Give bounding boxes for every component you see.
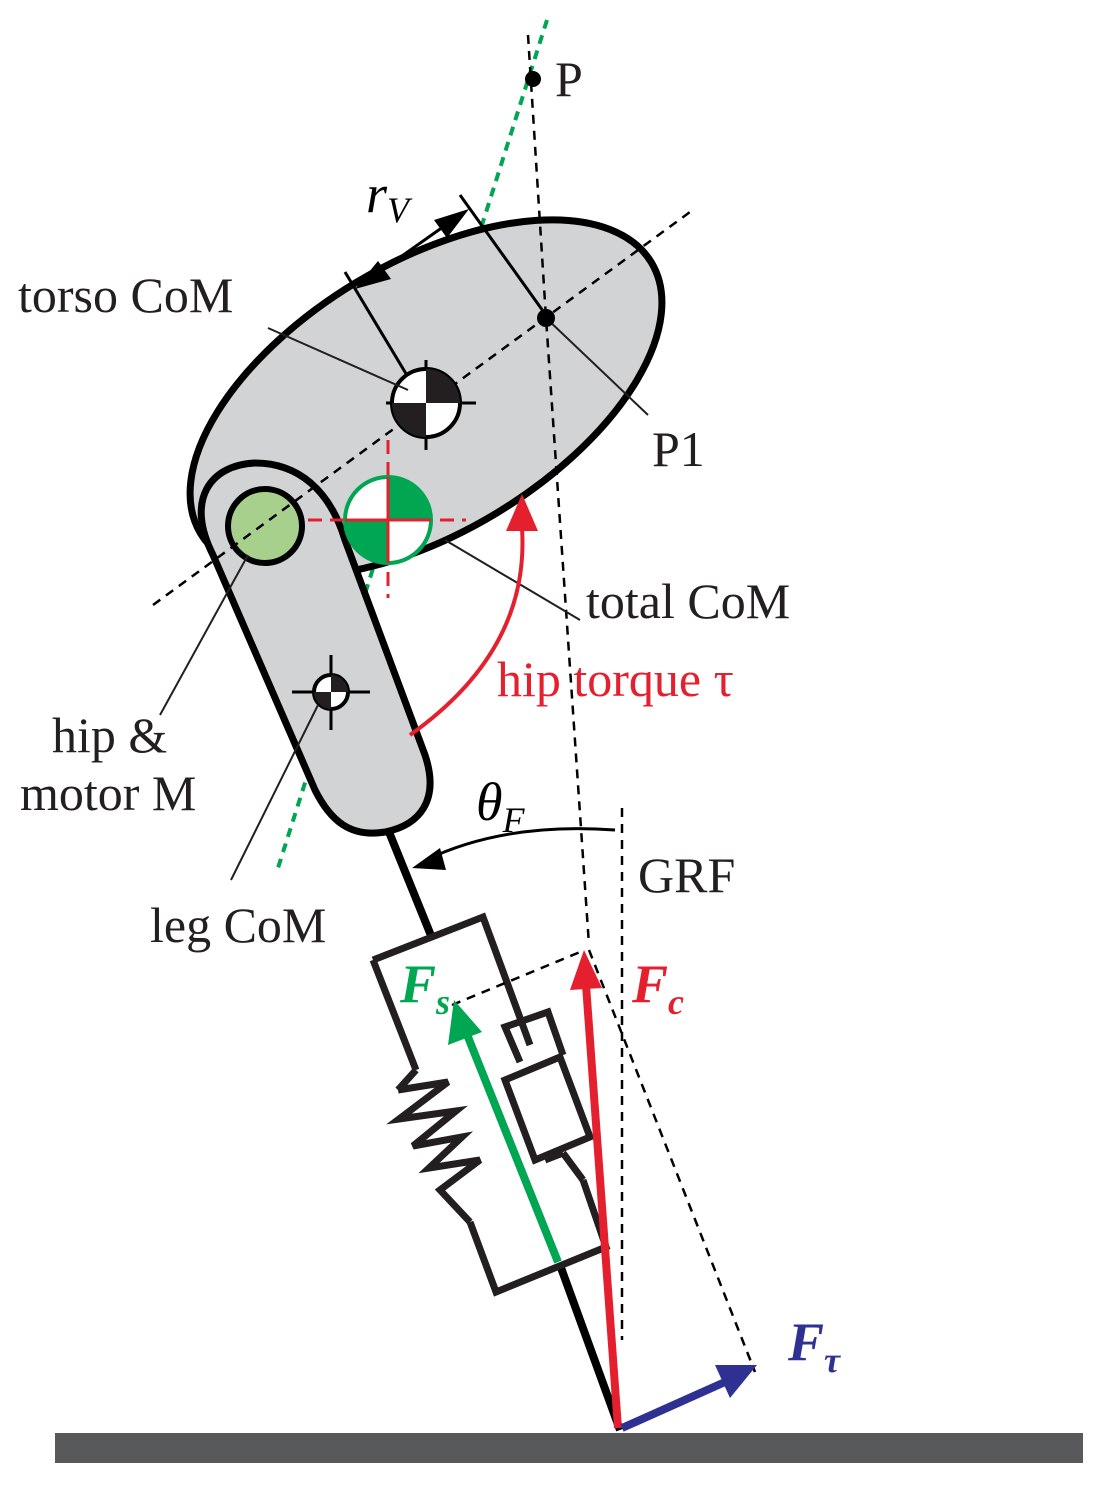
point-p-dot bbox=[525, 71, 541, 87]
rv-dimension bbox=[343, 194, 550, 423]
label-p: P bbox=[555, 51, 583, 107]
label-leg-com: leg CoM bbox=[150, 897, 326, 953]
hip-torque-arrow bbox=[408, 494, 538, 737]
fs-arrow bbox=[448, 1000, 562, 1264]
point-p1-dot bbox=[537, 309, 555, 327]
label-grf: GRF bbox=[638, 847, 735, 903]
label-rv: rV bbox=[366, 164, 413, 230]
label-torso-com: torso CoM bbox=[18, 267, 233, 323]
torso-com-symbol bbox=[386, 360, 476, 450]
fs-fc-dashed bbox=[451, 948, 586, 1007]
torso-com-leader bbox=[267, 327, 409, 391]
label-fs: Fs bbox=[399, 954, 450, 1022]
hip-leader bbox=[159, 554, 249, 716]
total-com-leader bbox=[444, 539, 581, 621]
leg-com-symbol bbox=[292, 655, 370, 730]
total-com-symbol bbox=[308, 440, 466, 598]
fc-arrow bbox=[570, 950, 622, 1429]
p1-leader bbox=[545, 317, 649, 416]
label-hip-line2: motor M bbox=[20, 765, 196, 821]
leg-shaft-upper bbox=[385, 830, 436, 940]
label-theta-f: θF bbox=[476, 772, 526, 840]
label-hip-line1: hip & bbox=[52, 707, 167, 763]
label-p1: P1 bbox=[652, 421, 705, 477]
hip-motor-circle bbox=[225, 486, 305, 566]
label-hip-torque: hip torque τ bbox=[497, 651, 734, 707]
fc-ftau-dashed bbox=[587, 949, 757, 1373]
theta-angle bbox=[412, 808, 624, 1340]
label-ftau: Fτ bbox=[787, 1312, 841, 1380]
ground-plate bbox=[55, 1433, 1083, 1463]
ftau-arrow bbox=[620, 1365, 757, 1432]
label-fc: Fc bbox=[631, 954, 684, 1022]
spring-damper bbox=[369, 912, 611, 1297]
leg-shaft-lower bbox=[556, 1263, 624, 1432]
leg-com-leader bbox=[230, 704, 319, 881]
label-total-com: total CoM bbox=[586, 573, 790, 629]
